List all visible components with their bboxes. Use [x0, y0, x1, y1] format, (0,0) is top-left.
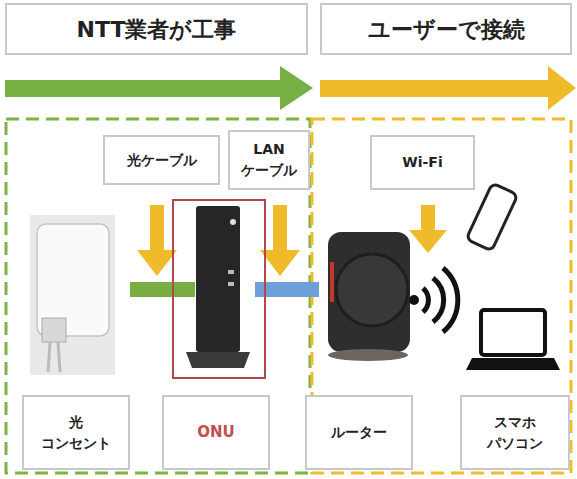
flow-arrow-head	[280, 66, 313, 110]
node-text: ルーター	[331, 422, 387, 443]
node-text: スマホ パソコン	[476, 412, 554, 454]
smartphone-icon	[466, 183, 518, 251]
header-box: NTT業者が工事	[5, 3, 308, 55]
label-box: LAN ケーブル	[228, 130, 310, 190]
node-text: 光ケーブル	[127, 150, 197, 171]
outlet-cable	[48, 342, 60, 372]
onu-device	[196, 206, 240, 352]
router-device	[328, 232, 410, 352]
node-text: LAN ケーブル	[234, 139, 304, 181]
onu-stand	[186, 352, 250, 368]
onu-led	[228, 270, 234, 274]
flow-arrow-head	[548, 66, 576, 110]
wifi-wave	[433, 278, 444, 322]
flow-arrow-bar	[320, 80, 550, 97]
wifi-wave	[443, 268, 458, 332]
node-text: NTT業者が工事	[77, 13, 237, 46]
outlet-connector	[42, 318, 66, 342]
down-arrow	[137, 250, 177, 276]
header-box: ユーザーで接続	[320, 3, 572, 55]
laptop-screen	[481, 310, 545, 355]
router-ring	[336, 254, 408, 326]
node-text: 光 コンセント	[37, 412, 115, 454]
device-label: ONU	[162, 395, 270, 470]
onu-highlight	[173, 200, 265, 378]
wifi-dot	[409, 295, 419, 305]
down-arrow	[273, 205, 287, 251]
laptop-base	[466, 358, 560, 370]
router-led	[330, 262, 334, 302]
down-arrow	[409, 230, 447, 253]
flow-arrow-bar	[5, 80, 282, 97]
wifi-wave	[423, 288, 428, 312]
device-label: 光 コンセント	[22, 395, 130, 470]
router-base	[328, 349, 408, 361]
onu-led	[228, 282, 234, 286]
down-arrow	[421, 205, 435, 231]
down-arrow	[150, 205, 164, 251]
node-text: Wi-Fi	[402, 152, 442, 173]
node-text: ユーザーで接続	[368, 13, 525, 46]
outlet-photo	[30, 215, 115, 375]
fiber-cable	[130, 282, 195, 297]
label-box: 光ケーブル	[103, 135, 220, 185]
device-label: ルーター	[305, 395, 413, 470]
label-box: Wi-Fi	[370, 135, 475, 190]
device-label: スマホ パソコン	[460, 395, 570, 470]
node-text: ONU	[197, 421, 235, 444]
onu-logo	[230, 219, 236, 225]
ntt-zone	[6, 119, 310, 473]
